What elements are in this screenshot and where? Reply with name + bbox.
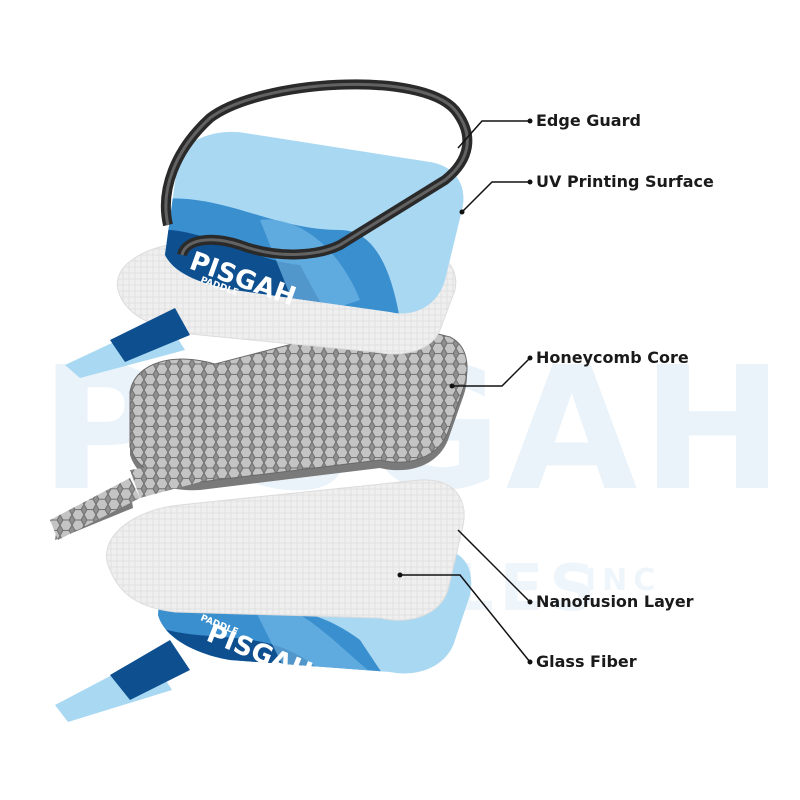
nanofusion-layer — [106, 479, 465, 621]
label-glass-fiber: Glass Fiber — [536, 652, 637, 671]
leader-nanofusion — [457, 529, 533, 605]
leader-uv-surface — [459, 179, 533, 215]
edge-guard — [160, 79, 473, 260]
leader-honeycomb — [449, 355, 533, 389]
leader-edge-guard — [457, 118, 533, 149]
watermark-sub-tail: INC — [585, 563, 661, 598]
uv-printing-surface: PISGAH PADDLE — [65, 131, 464, 378]
label-honeycomb-core: Honeycomb Core — [536, 348, 689, 367]
label-uv-printing-surface: UV Printing Surface — [536, 172, 714, 191]
label-edge-guard: Edge Guard — [536, 111, 641, 130]
leader-glass-fiber — [397, 572, 533, 665]
honeycomb-core — [50, 324, 468, 540]
label-nanofusion-layer: Nanofusion Layer — [536, 592, 694, 611]
